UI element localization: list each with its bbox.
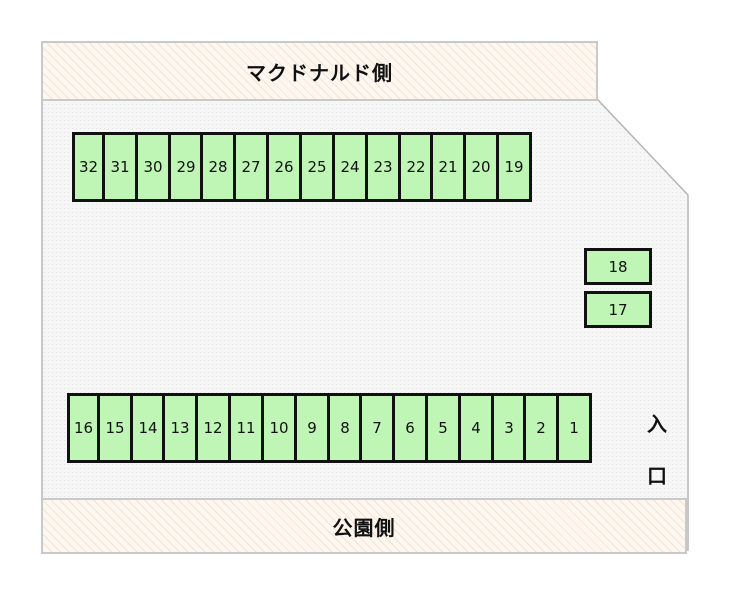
parking-spot-20: 20	[463, 132, 499, 202]
parking-spot-4: 4	[458, 393, 494, 463]
parking-spot-14: 14	[130, 393, 166, 463]
entrance-label-1: 入	[647, 412, 667, 436]
parking-spot-22: 22	[398, 132, 434, 202]
parking-spot-26: 26	[266, 132, 302, 202]
parking-spot-5: 5	[425, 393, 461, 463]
parking-spot-29: 29	[168, 132, 204, 202]
parking-spot-9: 9	[294, 393, 330, 463]
parking-spot-13: 13	[162, 393, 198, 463]
parking-spot-27: 27	[233, 132, 269, 202]
top-side-label: マクドナルド側	[246, 60, 393, 85]
parking-spot-28: 28	[200, 132, 236, 202]
parking-spot-2: 2	[523, 393, 559, 463]
parking-spot-25: 25	[299, 132, 335, 202]
parking-spot-10: 10	[261, 393, 297, 463]
parking-spot-30: 30	[135, 132, 171, 202]
parking-spot-7: 7	[359, 393, 395, 463]
parking-spot-11: 11	[228, 393, 264, 463]
entrance-label-2: 口	[647, 464, 667, 488]
parking-spot-21: 21	[430, 132, 466, 202]
bottom-side-label: 公園側	[332, 515, 396, 540]
parking-spot-12: 12	[195, 393, 231, 463]
bottom-side-banner: 公園側	[41, 498, 687, 554]
parking-spot-19: 19	[496, 132, 532, 202]
parking-spot-3: 3	[491, 393, 527, 463]
parking-spot-16: 16	[67, 393, 100, 463]
parking-spot-32: 32	[72, 132, 105, 202]
top-side-banner: マクドナルド側	[41, 41, 598, 101]
parking-spot-18: 18	[584, 248, 652, 285]
parking-spot-24: 24	[332, 132, 368, 202]
parking-spot-15: 15	[97, 393, 133, 463]
parking-spot-31: 31	[102, 132, 138, 202]
parking-spot-17: 17	[584, 291, 652, 328]
parking-spot-23: 23	[365, 132, 401, 202]
parking-spot-8: 8	[327, 393, 363, 463]
parking-spot-1: 1	[556, 393, 592, 463]
parking-spot-6: 6	[392, 393, 428, 463]
